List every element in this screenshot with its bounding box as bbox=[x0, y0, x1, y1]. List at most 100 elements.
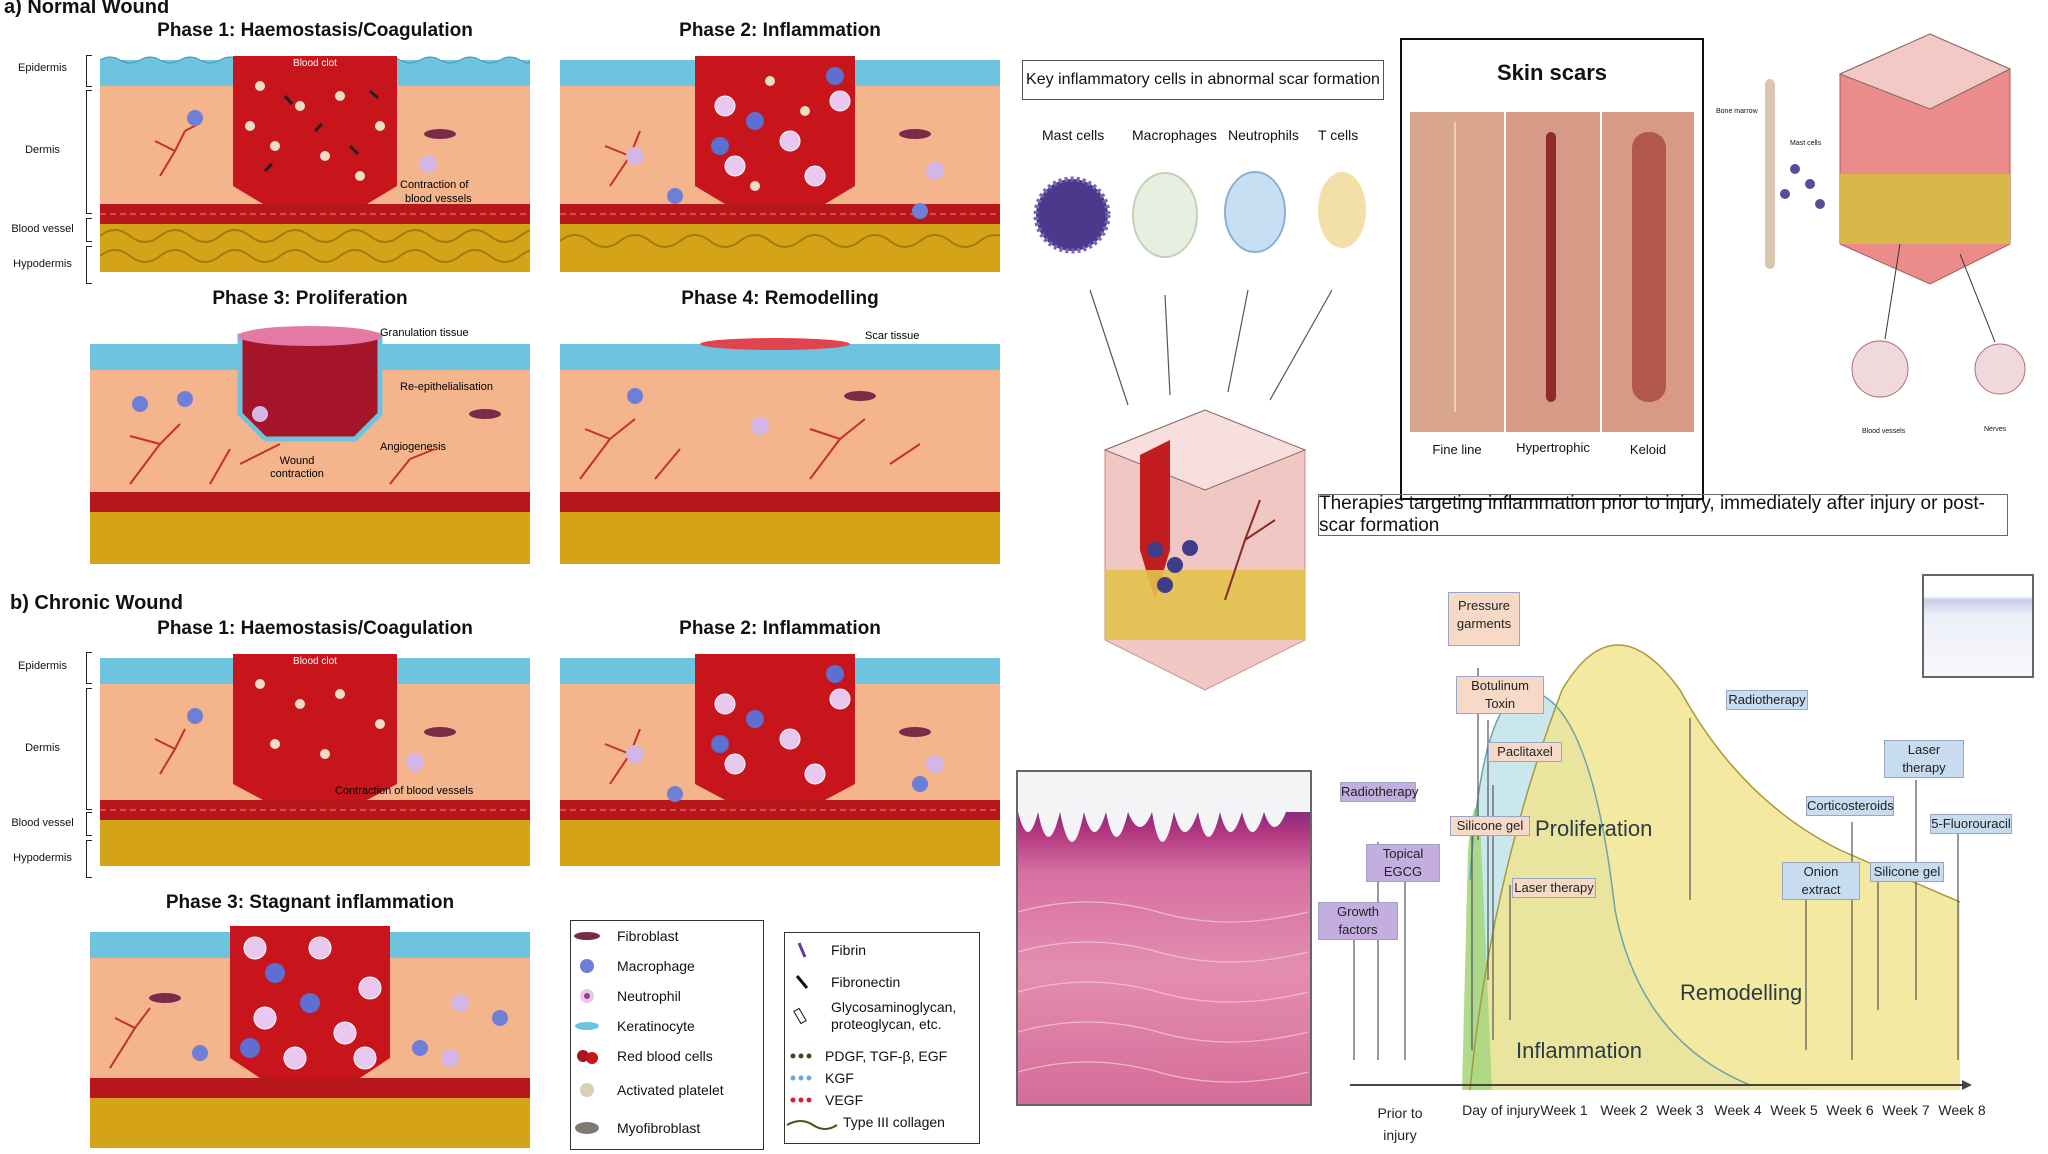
therapy-box-corticosteroids: Corticosteroids bbox=[1806, 796, 1894, 816]
tick-label: Week 7 bbox=[1882, 1102, 1930, 1118]
tiny-label: Nerves bbox=[1984, 426, 2007, 433]
panel-title: Phase 2: Inflammation bbox=[679, 618, 881, 639]
layer-label-dermis: Dermis bbox=[25, 742, 60, 754]
layer-label-epidermis: Epidermis bbox=[18, 62, 67, 74]
svg-text:Blood clot: Blood clot bbox=[293, 58, 337, 69]
phase-label-inflammation: Inflammation bbox=[1516, 1038, 1642, 1063]
fibroblast-icon bbox=[571, 925, 605, 947]
fibrin-icon bbox=[785, 939, 819, 961]
tick-label: Week 4 bbox=[1714, 1102, 1762, 1118]
svg-text:Scar tissue: Scar tissue bbox=[865, 330, 919, 342]
tiny-label: Blood vessels bbox=[1862, 428, 1906, 435]
key-cells-title: Key inflammatory cells in abnormal scar … bbox=[1022, 60, 1384, 100]
scar-fine-line bbox=[1410, 112, 1504, 432]
scar-label: Fine line bbox=[1432, 442, 1482, 457]
tiny-label: Bone marrow bbox=[1716, 108, 1758, 115]
skin-cross-section bbox=[560, 654, 1000, 866]
therapy-box-silicone-gel-late: Silicone gel bbox=[1870, 862, 1944, 882]
layer-label-blood-vessel: Blood vessel bbox=[11, 223, 74, 235]
rbc-icon bbox=[571, 1045, 605, 1067]
skin-cross-section: Scar tissue bbox=[560, 330, 1000, 564]
bracket bbox=[86, 688, 92, 810]
layer-label-epidermis: Epidermis bbox=[18, 660, 67, 672]
histology-image bbox=[1016, 770, 1312, 1106]
panel-title: Phase 4: Remodelling bbox=[681, 288, 879, 309]
legend-item: Fibronectin bbox=[785, 971, 900, 993]
bracket bbox=[86, 652, 92, 684]
legend-item: VEGF bbox=[785, 1089, 863, 1111]
tick-label: Week 2 bbox=[1600, 1102, 1648, 1118]
therapy-box-pressure-garments: Pressure garments bbox=[1448, 592, 1520, 646]
tick-label: Week 5 bbox=[1770, 1102, 1818, 1118]
therapies-banner: Therapies targeting inflammation prior t… bbox=[1318, 493, 2008, 536]
cell-label-macrophages: Macrophages bbox=[1132, 127, 1217, 143]
skin-cross-section: Contraction of blood vessels Blood clot bbox=[100, 56, 530, 272]
panel-a-phase1: Phase 1: Haemostasis/Coagulation Contrac… bbox=[100, 20, 530, 292]
collagen-line-icon bbox=[785, 1111, 838, 1133]
legend-item: Neutrophil bbox=[571, 985, 681, 1007]
therapy-box-growth-factors: Growth factors bbox=[1318, 902, 1398, 940]
legend-matrix: Fibrin Fibronectin Glycosaminoglycan, pr… bbox=[784, 932, 980, 1144]
svg-text:contraction: contraction bbox=[270, 468, 324, 480]
panel-a-phase2: Phase 2: Inflammation bbox=[560, 20, 1000, 292]
therapy-box-botulinum: Botulinum Toxin bbox=[1456, 676, 1544, 714]
therapy-box-silicone-gel-early: Silicone gel bbox=[1450, 816, 1530, 836]
therapy-box-topical-egcg: Topical EGCG bbox=[1366, 844, 1440, 882]
panel-title: Phase 3: Proliferation bbox=[212, 288, 408, 309]
bracket bbox=[86, 812, 92, 836]
myofibroblast-icon bbox=[571, 1117, 605, 1139]
vegf-dots-icon bbox=[785, 1089, 819, 1111]
skin-cross-section bbox=[90, 926, 530, 1148]
svg-text:Wound: Wound bbox=[280, 455, 315, 467]
panel-a-phase4: Phase 4: Remodelling Scar tissue bbox=[560, 288, 1000, 576]
legend-cells: Fibroblast Macrophage Neutrophil Keratin… bbox=[570, 920, 764, 1150]
legend-item: Glycosaminoglycan, proteoglycan, etc. bbox=[785, 997, 956, 1035]
skin-cross-section: Contraction of blood vessels Blood clot bbox=[100, 654, 530, 866]
layer-label-hypodermis: Hypodermis bbox=[13, 258, 72, 270]
bracket bbox=[86, 55, 92, 87]
macrophage-icon bbox=[571, 955, 605, 977]
legend-item: Keratinocyte bbox=[571, 1015, 695, 1037]
remodelling-area bbox=[1470, 645, 1960, 1090]
svg-text:Re-epithelialisation: Re-epithelialisation bbox=[400, 381, 493, 393]
legend-item: Activated platelet bbox=[571, 1079, 724, 1101]
platelet-icon bbox=[571, 1079, 605, 1101]
legend-item: Fibrin bbox=[785, 939, 866, 961]
svg-text:blood vessels: blood vessels bbox=[405, 193, 472, 205]
skin-scars-title: Skin scars bbox=[1496, 60, 1608, 85]
legend-item: Macrophage bbox=[571, 955, 695, 977]
phase-label-remodelling: Remodelling bbox=[1680, 980, 1802, 1005]
skin-cross-section: Granulation tissue Re-epithelialisation … bbox=[90, 326, 530, 564]
bracket bbox=[86, 246, 92, 284]
bracket bbox=[86, 90, 92, 214]
skin-cross-section bbox=[560, 56, 1000, 272]
cell-label-neutrophils: Neutrophils bbox=[1228, 127, 1299, 143]
therapy-box-laser-late: Laser therapy bbox=[1884, 740, 1964, 778]
skin-scars-box: Skin scars Fine line Hypertrophic Keloid bbox=[1400, 38, 1704, 500]
panel-b-phase1: Phase 1: Haemostasis/Coagulation Contrac… bbox=[100, 618, 530, 890]
bracket bbox=[86, 218, 92, 242]
layer-label-blood-vessel: Blood vessel bbox=[11, 817, 74, 829]
panel-title: Phase 1: Haemostasis/Coagulation bbox=[157, 20, 473, 41]
section-b-title: b) Chronic Wound bbox=[10, 592, 183, 614]
tick-label: Week 8 bbox=[1938, 1102, 1986, 1118]
svg-text:Contraction of blood vessels: Contraction of blood vessels bbox=[335, 785, 474, 797]
legend-item: Fibroblast bbox=[571, 925, 678, 947]
legend-item: PDGF, TGF-β, EGF bbox=[785, 1045, 947, 1067]
panel-title: Phase 2: Inflammation bbox=[679, 20, 881, 41]
scar-keloid bbox=[1602, 112, 1694, 432]
keratinocyte-icon bbox=[571, 1015, 605, 1037]
therapy-box-laser-early: Laser therapy bbox=[1512, 878, 1596, 898]
neutrophil-icon bbox=[571, 985, 605, 1007]
cell-label-tcells: T cells bbox=[1318, 127, 1359, 143]
section-a-title: a) Normal Wound bbox=[4, 0, 170, 18]
key-cells-illustration bbox=[1033, 171, 1366, 406]
legend-item: Type III collagen bbox=[785, 1111, 945, 1133]
therapy-box-onion-extract: Onion extract bbox=[1782, 862, 1860, 900]
therapy-box-radiotherapy-pre: Radiotherapy bbox=[1340, 782, 1418, 802]
panel-b-phase3: Phase 3: Stagnant inflammation bbox=[90, 892, 530, 1152]
tick-label: Day of injury bbox=[1462, 1102, 1540, 1118]
tick-label: Week 6 bbox=[1826, 1102, 1874, 1118]
thumbnail-image bbox=[1922, 574, 2034, 678]
panel-b-phase2: Phase 2: Inflammation bbox=[560, 618, 1000, 890]
